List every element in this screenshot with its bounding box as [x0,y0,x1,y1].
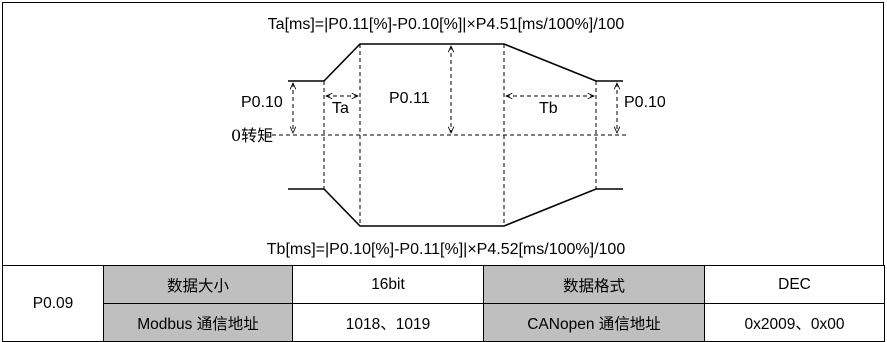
label-ta: Ta [332,100,349,117]
data-size-label: 数据大小 [103,265,293,304]
canopen-address-label: CANopen 通信地址 [483,303,705,342]
label-p010-left: P0.10 [241,94,283,111]
upper-torque-curve [288,43,623,82]
label-p011: P0.11 [389,90,430,107]
label-p010-right: P0.10 [624,94,666,111]
table-row: Modbus 通信地址 1018、1019 CANopen 通信地址 0x200… [3,303,885,342]
data-format-label: 数据格式 [483,265,705,304]
data-format-value: DEC [704,265,885,304]
param-code-cell: P0.09 [2,265,104,342]
formula-tb: Tb[ms]=|P0.10[%]-P0.11[%]|×P4.52[ms/100%… [267,241,626,258]
lower-torque-curve [288,188,623,227]
parameter-table: P0.09 数据大小 16bit 数据格式 DEC Modbus 通信地址 10… [2,265,885,342]
modbus-address-label: Modbus 通信地址 [103,303,293,342]
diagram-canvas: Ta[ms]=|P0.11[%]-P0.10[%]|×P4.51[ms/100%… [231,16,666,258]
formula-ta: Ta[ms]=|P0.11[%]-P0.10[%]|×P4.51[ms/100%… [268,16,625,33]
label-tb: Tb [539,100,558,117]
data-size-value: 16bit [292,265,484,304]
table-row: P0.09 数据大小 16bit 数据格式 DEC [2,265,885,342]
canopen-address-value: 0x2009、0x00 [704,303,885,342]
torque-ramp-diagram: Ta[ms]=|P0.11[%]-P0.10[%]|×P4.51[ms/100%… [2,2,884,265]
label-zero-torque: 0转矩 [231,126,273,145]
modbus-address-value: 1018、1019 [292,303,484,342]
